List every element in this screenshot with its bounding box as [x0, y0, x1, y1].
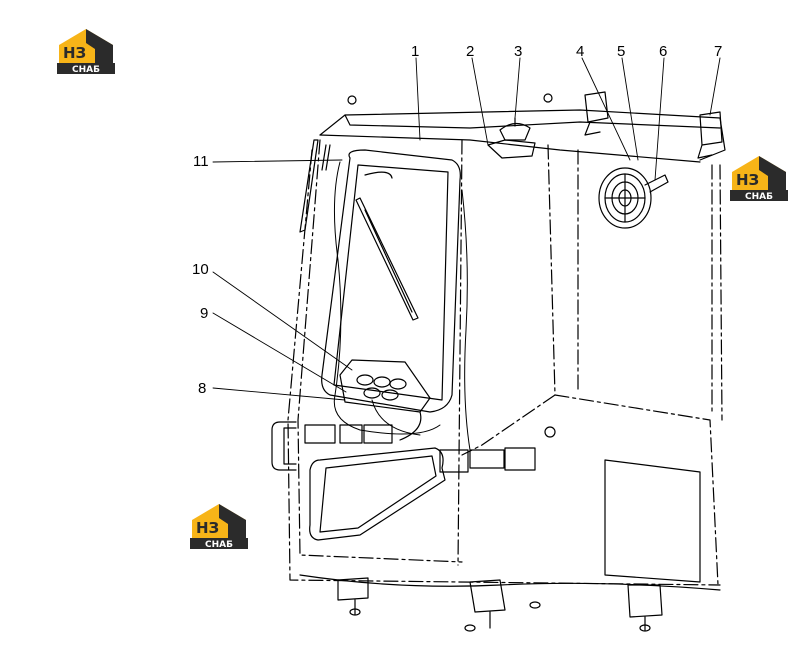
windshield — [321, 149, 461, 413]
logo-icon: НЗ СНАБ — [57, 29, 115, 75]
leader-4 — [581, 57, 631, 161]
leader-9 — [212, 312, 347, 393]
leader-2 — [471, 57, 489, 146]
leader-11 — [212, 159, 343, 163]
wiper-blade — [355, 197, 419, 321]
fan — [598, 167, 669, 229]
cab-body — [287, 139, 723, 586]
leader-5 — [621, 57, 639, 161]
leader-10 — [212, 271, 353, 371]
callout-11: 11 — [193, 153, 209, 170]
logo-text: СНАБ — [72, 65, 100, 75]
callout-8: 8 — [198, 380, 206, 397]
control-panel — [339, 359, 431, 441]
brand-logo-top-left: НЗ СНАБ — [55, 25, 117, 75]
leader-7 — [709, 57, 721, 116]
bottom-mounts — [299, 574, 721, 632]
brand-logo-bottom-left: НЗ СНАБ — [188, 500, 250, 550]
leader-lines — [212, 57, 721, 401]
left-post — [299, 139, 331, 233]
work-light-left — [584, 91, 609, 136]
leader-1 — [415, 57, 421, 141]
leader-3 — [514, 57, 521, 119]
logo-mark: НЗ — [736, 171, 759, 189]
logo-text: СНАБ — [745, 192, 773, 202]
logo-mark: НЗ — [63, 44, 86, 62]
callout-4: 4 — [576, 43, 584, 60]
dome-light — [487, 117, 536, 159]
callout-6: 6 — [659, 43, 667, 60]
hinges — [304, 424, 556, 473]
callout-5: 5 — [617, 43, 625, 60]
cab-roof — [319, 93, 726, 163]
logo-icon: НЗ СНАБ — [190, 504, 248, 550]
leader-8 — [212, 387, 346, 401]
wiring — [333, 161, 471, 451]
work-light-right — [697, 111, 723, 159]
brand-logo-right: НЗ СНАБ — [728, 152, 790, 202]
callout-3: 3 — [514, 43, 522, 60]
callout-9: 9 — [200, 305, 208, 322]
logo-icon: НЗ СНАБ — [730, 156, 788, 202]
logo-text: СНАБ — [205, 540, 233, 550]
leader-6 — [654, 57, 665, 181]
logo-mark: НЗ — [196, 519, 219, 537]
callout-numbers: 1 2 3 4 5 6 7 8 9 10 11 — [192, 43, 722, 397]
callout-2: 2 — [466, 43, 474, 60]
callout-7: 7 — [714, 43, 722, 60]
door-window-lower — [309, 447, 446, 541]
callout-10: 10 — [192, 261, 209, 278]
rear-box — [604, 459, 701, 583]
callout-1: 1 — [411, 43, 419, 60]
door-handle — [271, 421, 297, 471]
